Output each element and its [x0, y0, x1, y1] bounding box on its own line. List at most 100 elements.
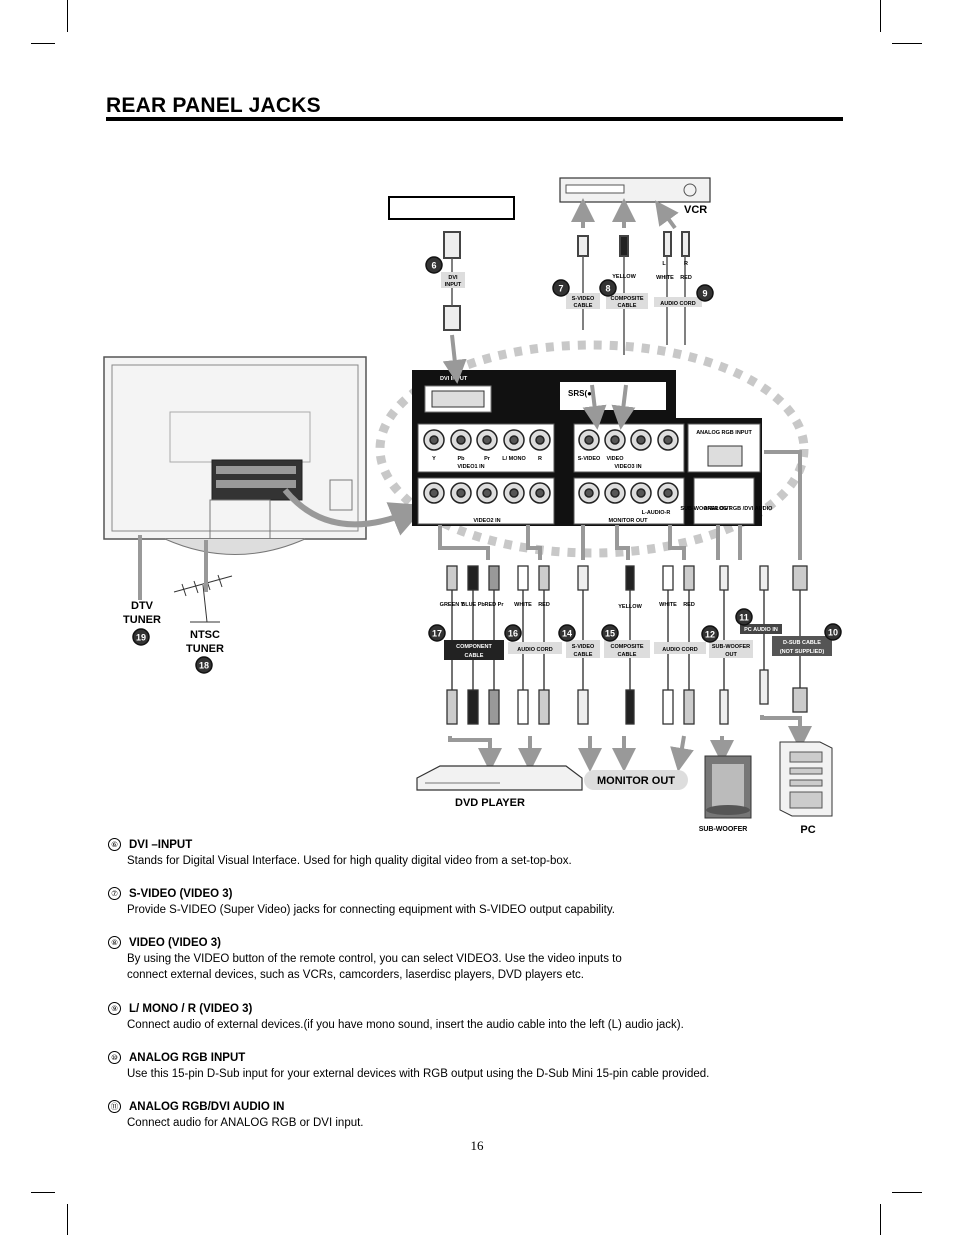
callout-14-number: 14 — [562, 629, 572, 639]
rca-plug-icon — [446, 689, 458, 725]
rca-plug-icon — [446, 565, 458, 591]
red-pr-tag: RED Pr — [485, 602, 505, 608]
dvi-arrow — [442, 334, 467, 384]
lower-audio-cord-label-2: AUDIO CORD — [662, 647, 697, 653]
rca-jack-center-icon — [456, 435, 466, 445]
upper-l-tag: L — [662, 261, 666, 267]
svideo-cable-label-1: S-VIDEO — [572, 296, 595, 302]
composite-plug-top — [619, 235, 629, 257]
item-number-badge: ⑪ — [108, 1100, 121, 1113]
subwoofer-device — [704, 755, 752, 819]
jack-panel: DVI INPUT SRS(●) VIDEO1 IN VIDEO2 IN VID… — [412, 370, 773, 526]
ntsc-antenna-icon — [173, 574, 233, 623]
minijack-plug-icon — [719, 565, 729, 591]
callout-19-badge — [132, 628, 150, 646]
rca-jack-center-icon — [456, 488, 466, 498]
monitor-out-badge — [584, 770, 688, 790]
callout-12-number: 12 — [705, 630, 715, 640]
rca-plug-icon — [517, 565, 529, 591]
ntsc-label-2: TUNER — [186, 643, 224, 655]
crop-mark — [880, 0, 881, 32]
dvd-player-device — [416, 765, 583, 791]
lower-white-tag-1: WHITE — [514, 602, 532, 608]
rca-plug-icon — [538, 565, 550, 591]
jack-label-r: R — [538, 456, 542, 462]
subwoofer-label: SUB-WOOFER — [699, 826, 748, 833]
dvi-plug-top — [443, 231, 461, 259]
composite-cable-label-2: CABLE — [618, 303, 637, 309]
crop-mark — [880, 1204, 881, 1235]
rca-jack-center-icon — [663, 488, 673, 498]
rca-jack-center-icon — [584, 435, 594, 445]
svideo-cable-label-2: CABLE — [574, 303, 593, 309]
description-line: By using the VIDEO button of the remote … — [127, 953, 622, 965]
subwoofer-cable-label-1: SUB-WOOFER — [712, 644, 750, 650]
description-line: Connect audio of external devices.(if yo… — [127, 1019, 684, 1031]
lower-white-tag-2: WHITE — [659, 602, 677, 608]
callout-15-badge — [601, 624, 619, 642]
description-heading-text: S-VIDEO (VIDEO 3) — [129, 888, 233, 900]
item-number-badge: ⑥ — [108, 838, 121, 851]
description-heading-text: ANALOG RGB INPUT — [129, 1052, 246, 1064]
callout-18-badge — [195, 656, 213, 674]
callout-9-number: 9 — [702, 289, 707, 299]
description-line: Provide S-VIDEO (Super Video) jacks for … — [127, 904, 615, 916]
panel-analog-rgb-input: ANALOG RGB INPUT — [696, 430, 752, 436]
title-rule — [106, 117, 843, 121]
jack-label-svideo: S-VIDEO — [578, 456, 601, 462]
callout-8-number: 8 — [605, 284, 610, 294]
callout-6-badge — [425, 256, 443, 274]
description-heading-text: DVI –INPUT — [129, 839, 193, 851]
rca-jack-center-icon — [482, 435, 492, 445]
audio-plug-top-l — [663, 231, 672, 257]
upper-yellow-tag: YELLOW — [612, 274, 636, 280]
rca-jack-center-icon — [610, 488, 620, 498]
crop-mark — [892, 43, 922, 44]
dtv-label-2: TUNER — [123, 614, 161, 626]
composite-cable-label-1: COMPOSITE — [610, 296, 643, 302]
callout-14-badge — [558, 624, 576, 642]
pc-label: PC — [800, 824, 815, 836]
jack-label-lmono: L/ MONO — [502, 456, 526, 462]
upper-audio-cord-label: AUDIO CORD — [660, 301, 695, 307]
pc-device — [779, 741, 833, 817]
crop-mark — [31, 1192, 55, 1193]
item-number-badge: ⑩ — [108, 1051, 121, 1064]
minijack-plug-icon — [759, 669, 769, 705]
dsub-plug-icon — [792, 687, 808, 713]
rca-plug-icon — [683, 689, 695, 725]
audio-plug-top-r — [681, 231, 690, 257]
green-y-tag: GREEN Y — [440, 602, 465, 608]
lower-audio-cord-label-1: AUDIO CORD — [517, 647, 552, 653]
item-number-badge: ⑧ — [108, 936, 121, 949]
rca-plug-icon — [517, 689, 529, 725]
blue-pb-tag: BLUE Pb — [461, 602, 485, 608]
vcr-device — [559, 177, 711, 203]
description-line: Stands for Digital Visual Interface. Use… — [127, 855, 572, 867]
lower-composite-label-1: COMPOSITE — [610, 644, 643, 650]
ntsc-label-1: NTSC — [190, 629, 220, 641]
jack-label-pr: Pr — [484, 456, 491, 462]
rca-jack-center-icon — [429, 435, 439, 445]
dsub-plug-icon — [792, 565, 808, 591]
callout-8-badge — [599, 279, 617, 297]
panel-rgb-dvi-audio: ANALOG RGB /DVI AUDIO — [704, 506, 774, 512]
rca-jack-center-icon — [509, 488, 519, 498]
dtv-label-1: DTV — [131, 600, 154, 612]
video3-video-arrow — [611, 384, 636, 430]
lower-yellow-tag: YELLOW — [618, 604, 642, 610]
page-number: 16 — [470, 1138, 484, 1153]
rca-plug-icon — [538, 689, 550, 725]
component-cable-label-1: COMPONENT — [456, 644, 492, 650]
svideo-plug-icon — [577, 565, 589, 591]
rca-jack-center-icon — [636, 488, 646, 498]
tv-rear-view — [103, 356, 367, 555]
description-heading-text: VIDEO (VIDEO 3) — [129, 937, 222, 949]
description-item: ⑧ VIDEO (VIDEO 3) By using the VIDEO butto… — [108, 935, 868, 983]
callout-19-number: 19 — [136, 633, 146, 643]
rca-jack-center-icon — [663, 435, 673, 445]
composite-plug-icon — [625, 689, 635, 725]
dsub-cable-label-2: (NOT SUPPLIED) — [780, 649, 824, 655]
